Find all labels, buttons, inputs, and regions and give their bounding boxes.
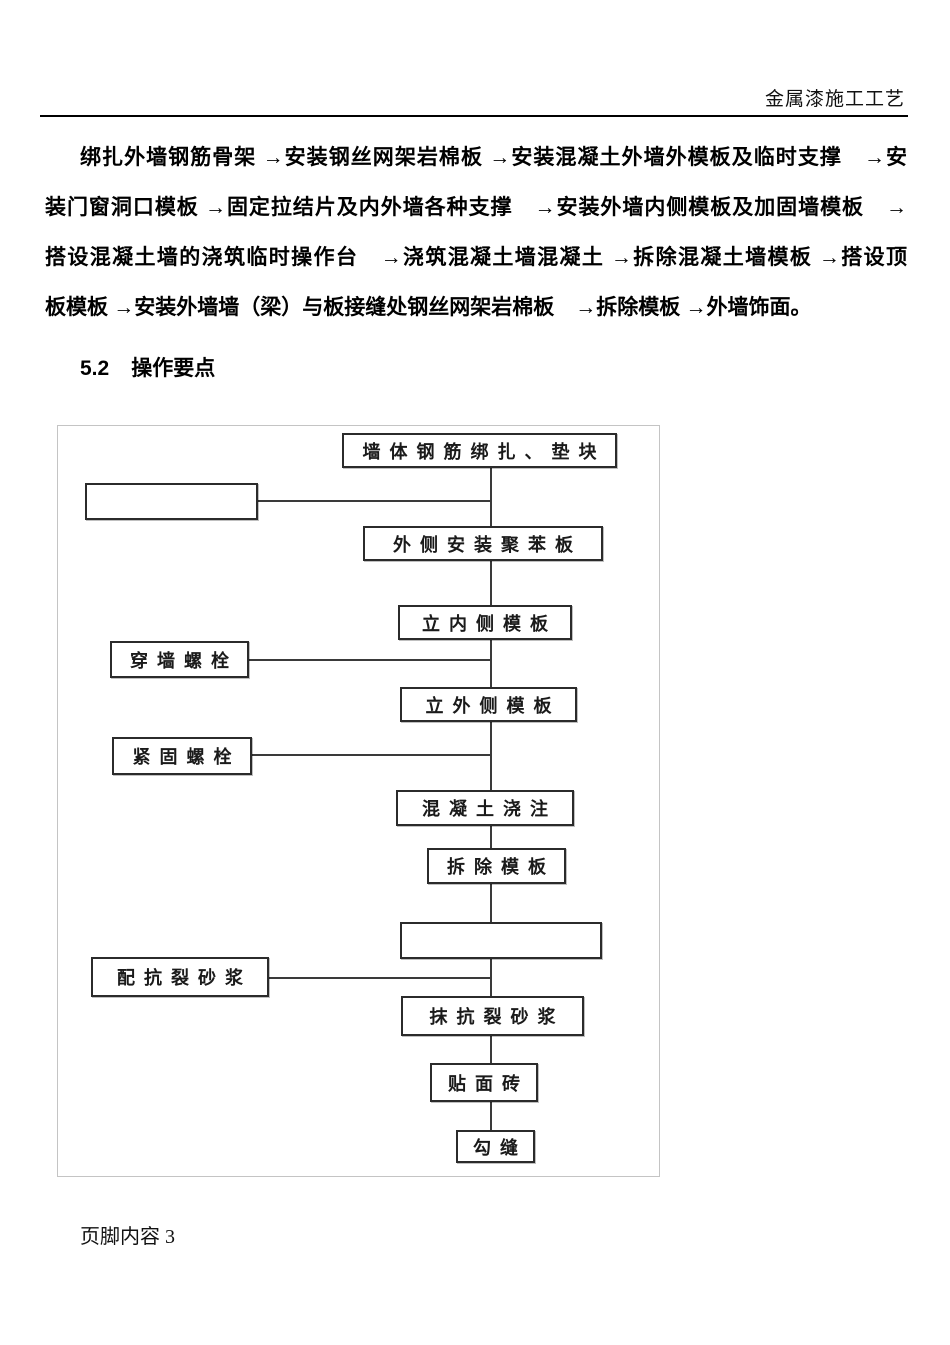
paragraph-line: 装门窗洞口模板 →固定拉结片及内外墙各种支撑 →安装外墙内侧模板及加固墙模板 → [45,195,907,219]
flow-node-outer-form: 立外侧模板 [400,687,577,722]
flow-node-polystyrene: 外侧安装聚苯板 [363,526,603,561]
flow-node-blank-2 [400,922,602,959]
process-flow-paragraph: 绑扎外墙钢筋骨架 →安装钢丝网架岩棉板 →安装混凝土外墙外模板及临时支撑 →安装… [45,132,907,332]
flow-node-inner-form: 立内侧模板 [398,605,572,640]
flow-node-mix-mortar: 配抗裂砂浆 [91,957,269,997]
flow-node-tighten-bolt: 紧固螺栓 [112,737,252,775]
section-heading: 5.2 操作要点 [80,352,215,382]
flow-connector-blank1 [258,500,490,502]
flow-node-tile: 贴面砖 [430,1063,538,1102]
flow-node-strip-form: 拆除模板 [427,848,566,884]
flow-node-jointing: 勾缝 [456,1130,535,1163]
section-title: 操作要点 [131,357,216,380]
flow-connector-bolt1 [249,659,490,661]
paragraph-line: 板模板 →安装外墙墙（梁）与板接缝处钢丝网架岩棉板 →拆除模板 →外墙饰面。 [45,295,812,319]
paragraph-line: 搭设混凝土墙的浇筑临时操作台 →浇筑混凝土墙混凝土 →拆除混凝土墙模板 →搭设顶 [45,245,907,269]
flow-connector-mortar [269,977,490,979]
flow-node-blank-1 [85,483,258,520]
section-number: 5.2 [80,357,110,380]
flow-node-wall-rebar: 墙体钢筋绑扎、垫块 [342,433,617,468]
page-footer: 页脚内容 3 [80,1226,175,1248]
paragraph-line: 绑扎外墙钢筋骨架 →安装钢丝网架岩棉板 →安装混凝土外墙外模板及临时支撑 →安 [80,145,907,169]
flow-node-concrete-pour: 混凝土浇注 [396,790,574,826]
header-title: 金属漆施工工艺 [764,89,905,110]
flow-node-through-bolt: 穿墙螺栓 [110,641,249,678]
flow-node-apply-mortar: 抹抗裂砂浆 [401,996,584,1036]
header-rule [40,115,908,117]
flow-connector-bolt2 [252,754,490,756]
flowchart-frame [57,425,660,1177]
